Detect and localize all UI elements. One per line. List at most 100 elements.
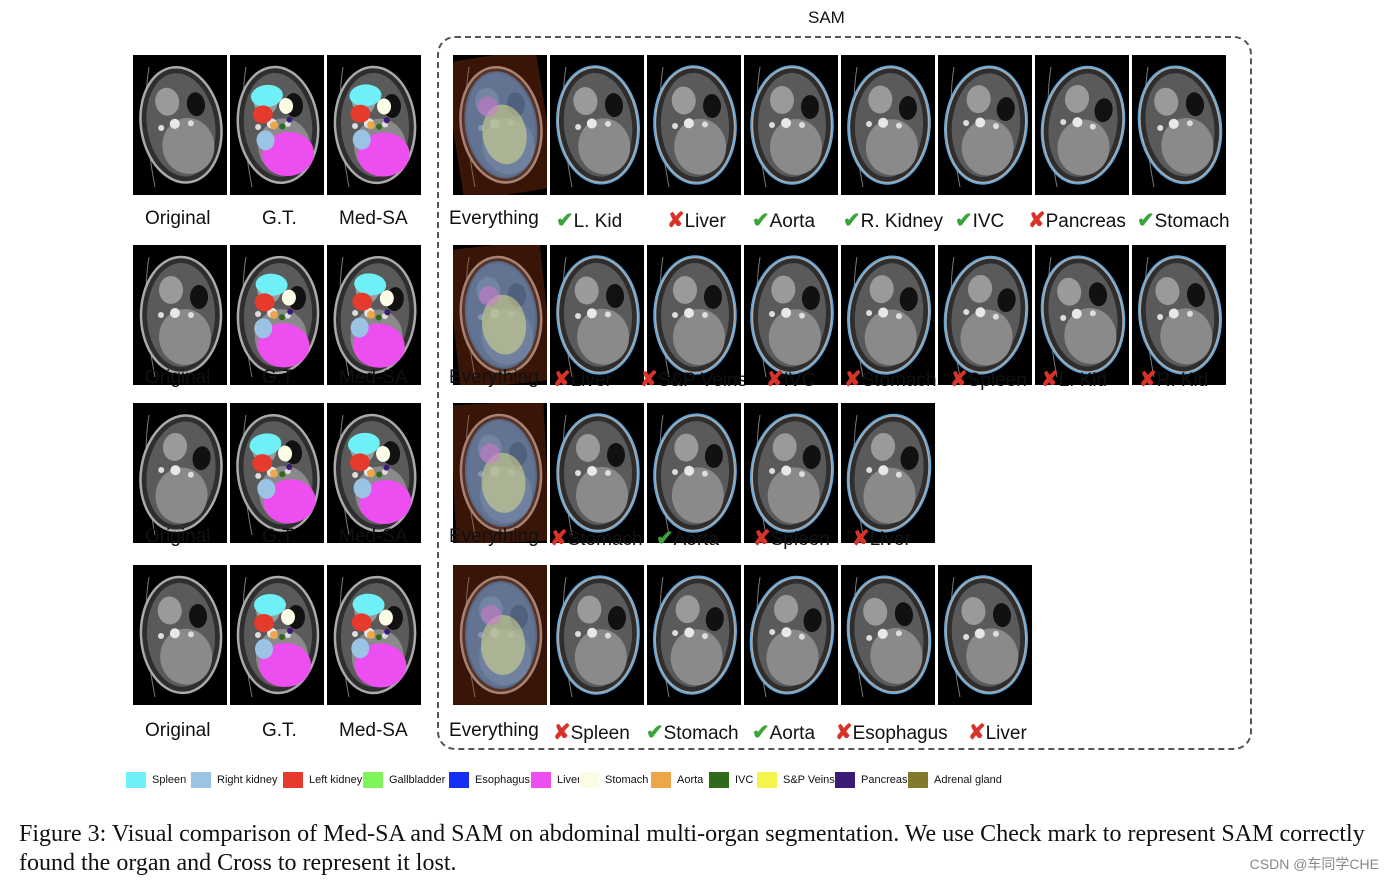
sam-prompt-image [1132, 245, 1226, 385]
sam-title: SAM [808, 8, 845, 27]
organ-name: Liver [869, 529, 911, 550]
cross-mark-icon: ✘ [950, 368, 968, 391]
ct-medsa-image [327, 403, 421, 543]
sam-result-label: ✘Spleen [553, 720, 630, 745]
sam-prompt-image [744, 245, 838, 385]
check-mark-icon: ✔ [646, 721, 664, 744]
ct-original-image [133, 245, 227, 385]
organ-name: Pancreas [1045, 211, 1126, 232]
column-label: G.T. [262, 720, 297, 741]
sam-result-label: ✘Liver [553, 367, 612, 392]
cross-mark-icon: ✘ [1028, 209, 1046, 232]
organ-name: S&P Veins [657, 370, 748, 391]
legend-item: Left kidney [283, 770, 362, 790]
organ-name: Esophagus [852, 723, 948, 744]
figure-caption: Figure 3: Visual comparison of Med-SA an… [19, 821, 1365, 876]
column-label: G.T. [262, 367, 297, 388]
organ-name: Stomach [1154, 211, 1230, 232]
legend-label: Adrenal gland [934, 774, 1002, 786]
sam-prompt-image [550, 565, 644, 705]
legend-label: Spleen [152, 774, 187, 786]
column-label: Original [145, 367, 211, 388]
ct-original-image [133, 55, 227, 195]
sam-prompt-image [647, 403, 741, 543]
sam-result-label: ✘Stomach [844, 367, 937, 392]
sam-prompt-image [1132, 55, 1226, 195]
legend-item: Aorta [651, 770, 703, 790]
sam-result-label: ✔IVC [955, 208, 1004, 233]
column-label: G.T. [262, 526, 297, 547]
legend-label: Pancreas [861, 774, 908, 786]
legend-swatch [835, 772, 855, 788]
cross-mark-icon: ✘ [1041, 368, 1059, 391]
organ-name: L. Kid [573, 211, 623, 232]
sam-everything-image [453, 565, 547, 705]
column-label: Med-SA [339, 526, 408, 547]
sam-prompt-image [938, 245, 1032, 385]
ct-gt-image [230, 55, 324, 195]
legend-swatch [531, 772, 551, 788]
sam-result-label: ✔Stomach [646, 720, 739, 745]
sam-result-label: ✔Aorta [656, 526, 719, 551]
sam-prompt-image [938, 565, 1032, 705]
organ-name: Aorta [769, 211, 816, 232]
sam-prompt-image [841, 565, 935, 705]
legend-label: Left kidney [309, 774, 363, 786]
legend-label: Aorta [677, 774, 704, 786]
cross-mark-icon: ✘ [852, 527, 870, 550]
organ-name: L. Kid [1058, 370, 1108, 391]
column-label: Original [145, 720, 211, 741]
check-mark-icon: ✔ [843, 209, 861, 232]
ct-medsa-image [327, 565, 421, 705]
cross-mark-icon: ✘ [753, 527, 771, 550]
legend-label: S&P Veins [783, 774, 835, 786]
watermark: CSDN @车同学CHE [1249, 856, 1379, 872]
ct-medsa-image [327, 245, 421, 385]
sam-prompt-image [841, 245, 935, 385]
cross-mark-icon: ✘ [553, 721, 571, 744]
legend-label: Esophagus [475, 774, 531, 786]
sam-prompt-image [1035, 245, 1129, 385]
organ-name: Liver [684, 211, 726, 232]
sam-result-label: ✔R. Kidney [843, 208, 943, 233]
legend-swatch [651, 772, 671, 788]
legend-swatch [908, 772, 928, 788]
ct-gt-image [230, 403, 324, 543]
organ-name: IVC [783, 370, 816, 391]
sam-group-frame [437, 36, 1252, 750]
legend-label: Gallbladder [389, 774, 446, 786]
sam-prompt-image [647, 565, 741, 705]
legend-label: Right kidney [217, 774, 278, 786]
column-label: Med-SA [339, 208, 408, 229]
organ-name: Stomach [663, 723, 739, 744]
sam-result-label: ✘L. Kid [1041, 367, 1107, 392]
cross-mark-icon: ✘ [844, 368, 862, 391]
ct-original-image [133, 403, 227, 543]
sam-prompt-image [1035, 55, 1129, 195]
check-mark-icon: ✔ [556, 209, 574, 232]
sam-result-label: ✘Spleen [950, 367, 1027, 392]
organ-name: Aorta [673, 529, 720, 550]
sam-result-label: ✘IVC [766, 367, 815, 392]
legend-swatch [191, 772, 211, 788]
organ-name: Stomach [861, 370, 937, 391]
legend-swatch [709, 772, 729, 788]
organ-name: Aorta [769, 723, 816, 744]
organ-name: Everything [449, 720, 539, 741]
organ-name: Liver [985, 723, 1027, 744]
sam-result-label: ✘S&P Veins [640, 367, 747, 392]
sam-prompt-image [744, 55, 838, 195]
legend-item: S&P Veins [757, 770, 835, 790]
cross-mark-icon: ✘ [553, 368, 571, 391]
legend-item: Pancreas [835, 770, 907, 790]
organ-name: Spleen [967, 370, 1027, 391]
organ-name: Spleen [570, 723, 630, 744]
column-label: G.T. [262, 208, 297, 229]
sam-prompt-image [841, 403, 935, 543]
check-mark-icon: ✔ [752, 209, 770, 232]
sam-prompt-image [550, 55, 644, 195]
legend-swatch [283, 772, 303, 788]
sam-result-label: Everything [449, 526, 539, 548]
legend-label: IVC [735, 774, 754, 786]
cross-mark-icon: ✘ [766, 368, 784, 391]
